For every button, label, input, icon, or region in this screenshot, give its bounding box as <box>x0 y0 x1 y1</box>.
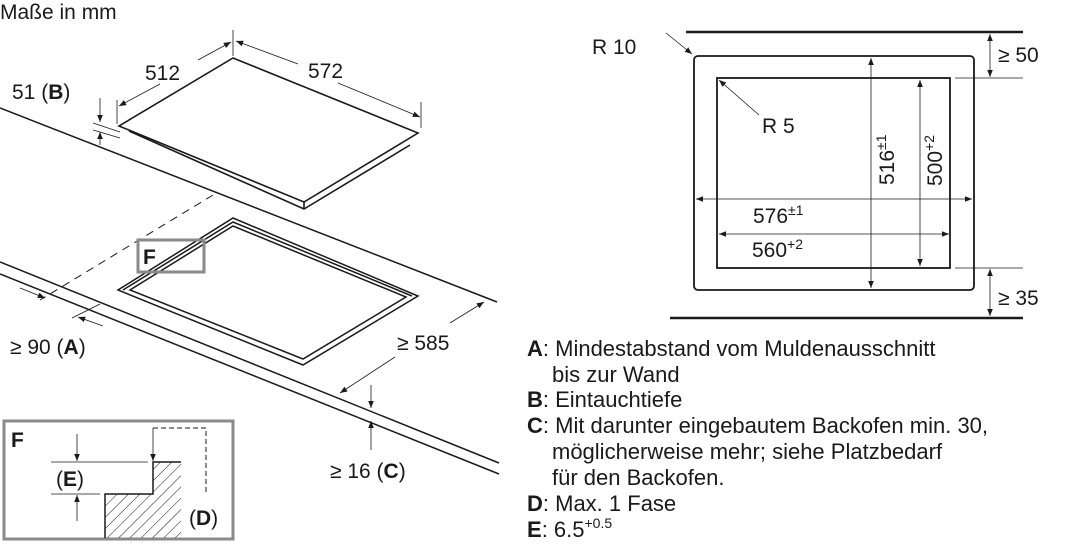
legend-item-c-cont: für den Backofen. <box>552 465 724 490</box>
bottom-clearance-label: ≥ 35 <box>998 287 1039 310</box>
detail-f <box>2 419 235 541</box>
cutout-dimension-lines <box>19 287 485 450</box>
detail-f-marker-label: F <box>143 246 156 269</box>
units-title: Maße in mm <box>0 1 117 24</box>
legend: A: Mindestabstand vom Muldenausschnitt b… <box>527 336 988 542</box>
inner-height-label: 500+2 <box>921 135 947 186</box>
min-depth-label: ≥ 585 <box>397 332 449 355</box>
countertop <box>0 107 500 475</box>
hob-depth-label: 512 <box>145 62 180 85</box>
e-label: (E) <box>56 468 84 491</box>
outer-width-label: 576±1 <box>753 202 804 228</box>
top-clearance-label: ≥ 50 <box>998 44 1039 67</box>
outer-radius-label: R 10 <box>592 36 636 59</box>
d-label: (D) <box>189 507 218 530</box>
legend-item-e: E: 6.5+0.5 <box>527 515 612 542</box>
detail-f-marker <box>136 238 206 274</box>
legend-item-a-cont: bis zur Wand <box>552 362 680 387</box>
cutout-plan <box>665 30 1023 320</box>
hob-width-label: 572 <box>308 60 343 83</box>
wall-distance-label: ≥ 90 (A) <box>10 336 86 359</box>
detail-f-label: F <box>11 429 24 452</box>
hob-iso <box>117 57 420 210</box>
countertop-thickness-label: ≥ 16 (C) <box>330 460 406 483</box>
inner-width-label: 560+2 <box>752 236 803 262</box>
inner-radius-label: R 5 <box>762 115 795 138</box>
legend-item-b: B: Eintauchtiefe <box>527 387 682 412</box>
legend-item-c-cont: möglicherweise mehr; siehe Platzbedarf <box>552 439 943 464</box>
outer-height-label: 516±1 <box>873 134 899 185</box>
immersion-depth-label: 51 (B) <box>12 81 70 104</box>
legend-item-d: D: Max. 1 Fase <box>527 491 676 516</box>
legend-item-c: C: Mit darunter eingebautem Backofen min… <box>527 413 988 438</box>
legend-item-a: A: Mindestabstand vom Muldenausschnitt <box>527 336 935 361</box>
hob-dimension-lines <box>92 30 422 145</box>
